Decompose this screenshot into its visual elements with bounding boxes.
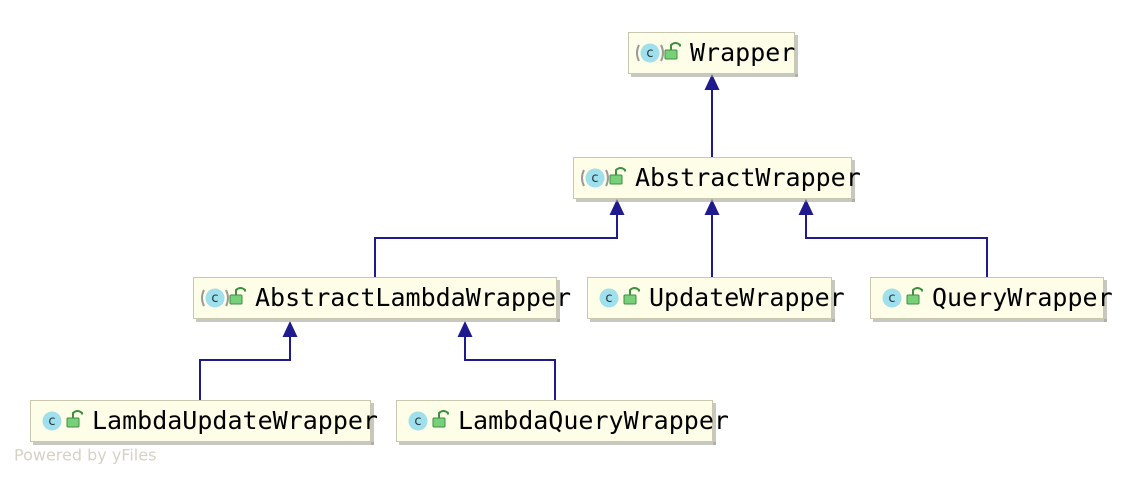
class-box-shadow — [873, 319, 1107, 322]
class-box[interactable] — [396, 400, 713, 442]
edges-layer — [199, 74, 988, 400]
class-box[interactable] — [193, 277, 557, 319]
generalization-edge[interactable] — [199, 321, 298, 400]
class-name-label: AbstractLambdaWrapper — [255, 283, 571, 312]
class-node-query-wrapper[interactable]: c QueryWrapper — [870, 277, 1113, 323]
generalization-edge[interactable] — [704, 199, 720, 277]
unlocked-padlock-icon — [906, 294, 920, 305]
class-icon — [599, 288, 619, 308]
unlocked-padlock-icon — [438, 410, 449, 418]
generalization-arrowhead — [457, 321, 473, 337]
generalization-arrowhead — [704, 74, 720, 90]
edge-line — [805, 215, 988, 277]
abstract-marker-icon — [636, 44, 640, 62]
class-name-label: Wrapper — [690, 38, 795, 67]
edge-line — [374, 215, 618, 277]
class-box-shadow — [713, 403, 716, 445]
class-box-shadow — [795, 35, 798, 77]
unlocked-padlock-icon — [912, 287, 923, 295]
class-box-shadow — [33, 442, 374, 445]
class-icon-letter: c — [591, 171, 598, 186]
edge-line — [464, 337, 556, 400]
unlocked-padlock-icon — [670, 42, 681, 50]
class-icon-letter: c — [414, 414, 421, 429]
class-box-shadow — [631, 74, 798, 77]
class-box-shadow — [832, 280, 835, 322]
class-icon-letter: c — [48, 414, 55, 429]
class-node-wrapper[interactable]: c Wrapper — [628, 32, 799, 78]
class-box-shadow — [576, 199, 855, 202]
class-box-shadow — [196, 319, 560, 322]
class-node-lambda-update-wrapper[interactable]: c LambdaUpdateWrapper — [30, 400, 378, 446]
unlocked-padlock-icon — [664, 49, 678, 60]
generalization-edge[interactable] — [457, 321, 556, 400]
class-icon — [205, 288, 225, 308]
unlocked-padlock-icon — [229, 294, 243, 305]
class-box-shadow — [852, 160, 855, 202]
class-box-shadow — [399, 442, 716, 445]
class-icon-letter: c — [646, 46, 653, 61]
class-icon-letter: c — [605, 291, 612, 306]
class-node-abstract-lambda-wrapper[interactable]: c AbstractLambdaWrapper — [193, 277, 572, 323]
generalization-arrowhead — [282, 321, 298, 337]
generalization-arrowhead — [704, 199, 720, 215]
class-icon-letter: c — [888, 291, 895, 306]
class-box-shadow — [557, 280, 560, 322]
class-box-shadow — [371, 403, 374, 445]
unlocked-padlock-icon — [609, 174, 623, 185]
class-node-update-wrapper[interactable]: c UpdateWrapper — [587, 277, 845, 323]
class-icon — [882, 288, 902, 308]
class-name-label: QueryWrapper — [932, 283, 1113, 312]
unlocked-padlock-icon — [629, 287, 640, 295]
abstract-marker-icon — [225, 289, 229, 307]
class-name-label: LambdaQueryWrapper — [458, 406, 729, 435]
abstract-marker-icon — [660, 44, 664, 62]
class-icon — [640, 43, 660, 63]
unlocked-padlock-icon — [623, 294, 637, 305]
generalization-arrowhead — [609, 199, 625, 215]
unlocked-padlock-icon — [615, 167, 626, 175]
class-icon-letter: c — [211, 291, 218, 306]
class-box[interactable] — [30, 400, 371, 442]
class-node-lambda-query-wrapper[interactable]: c LambdaQueryWrapper — [396, 400, 729, 446]
class-icon — [42, 411, 62, 431]
generalization-edge[interactable] — [798, 199, 988, 277]
class-name-label: UpdateWrapper — [649, 283, 845, 312]
class-name-label: AbstractWrapper — [635, 163, 861, 192]
abstract-marker-icon — [581, 169, 585, 187]
unlocked-padlock-icon — [432, 417, 446, 428]
class-box-shadow — [1104, 280, 1107, 322]
abstract-marker-icon — [605, 169, 609, 187]
unlocked-padlock-icon — [72, 410, 83, 418]
unlocked-padlock-icon — [66, 417, 80, 428]
abstract-marker-icon — [201, 289, 205, 307]
generalization-edge[interactable] — [704, 74, 720, 157]
generalization-edge[interactable] — [374, 199, 625, 277]
generalization-arrowhead — [798, 199, 814, 215]
unlocked-padlock-icon — [235, 287, 246, 295]
edge-line — [199, 337, 291, 400]
class-node-abstract-wrapper[interactable]: c AbstractWrapper — [573, 157, 861, 203]
class-box-shadow — [590, 319, 835, 322]
class-name-label: LambdaUpdateWrapper — [92, 406, 378, 435]
class-icon — [408, 411, 428, 431]
class-icon — [585, 168, 605, 188]
yfiles-watermark: Powered by yFiles — [14, 446, 156, 465]
